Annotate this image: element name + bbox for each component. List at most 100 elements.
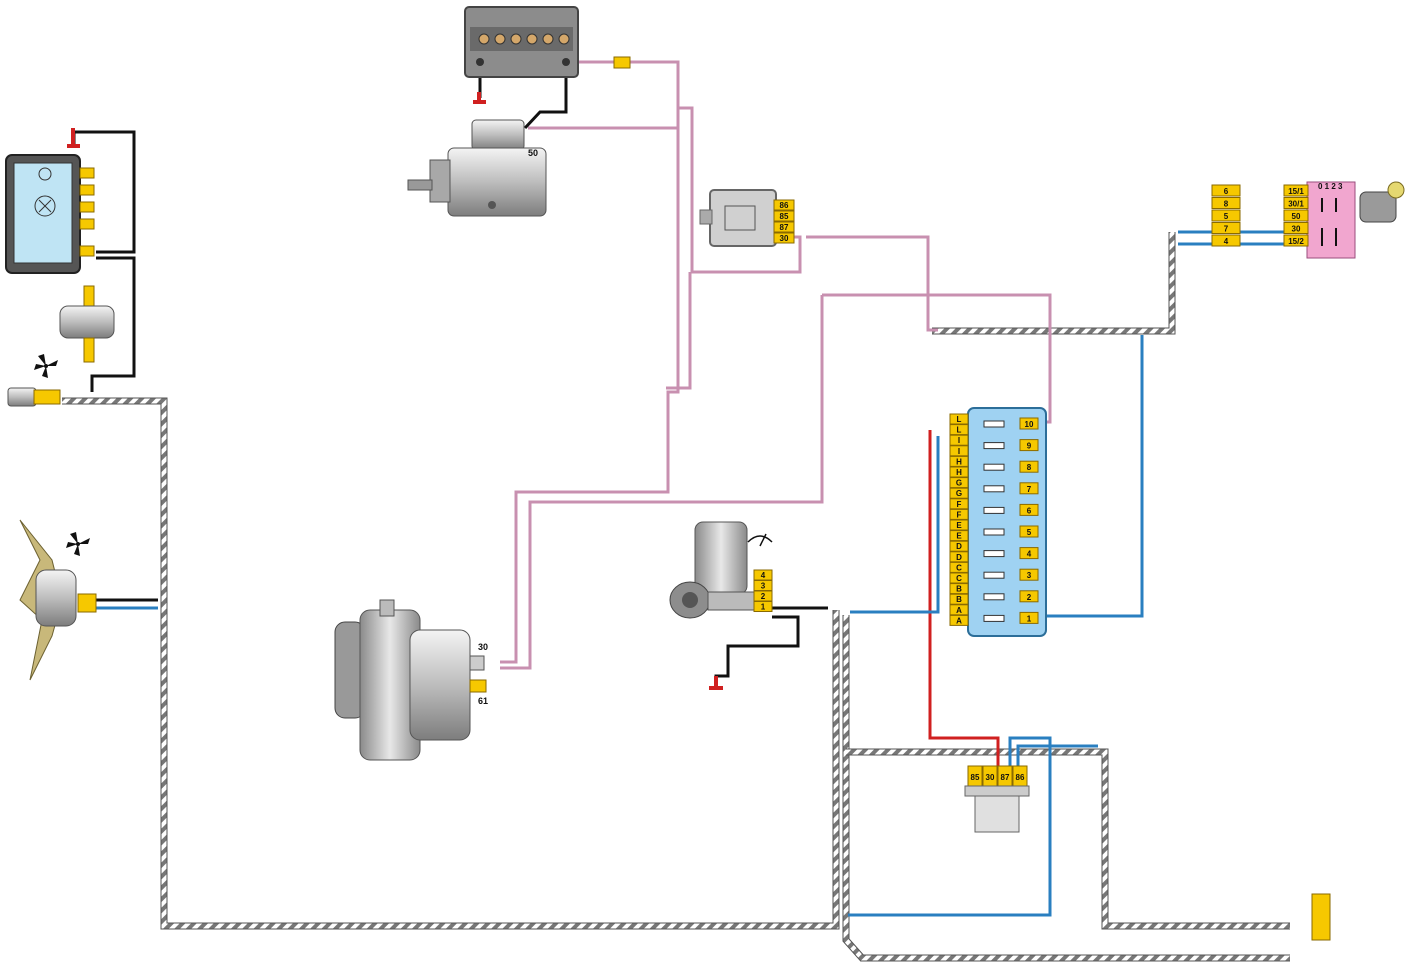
fuse-left-pin-label: B <box>956 585 962 594</box>
ignition-connector-pin <box>1211 222 1241 234</box>
fuse-left-pin <box>949 540 969 552</box>
ignition-connector-pin-label: 7 <box>1224 225 1229 234</box>
ignition-switch-pin <box>1283 222 1309 234</box>
fuse-left-pin <box>949 424 969 436</box>
relay-lower-pin-label: 86 <box>1016 773 1025 782</box>
fuse-right-pin-label: 8 <box>1027 463 1032 472</box>
fuse-left-pin-label: E <box>956 532 962 541</box>
fuse-left-pin <box>949 498 969 510</box>
ignition-connector-pin <box>1211 197 1241 209</box>
fuse-element <box>983 420 1005 428</box>
fuse-element <box>983 485 1005 493</box>
ignition-switch-pin-label: 30 <box>1292 225 1301 234</box>
fuse-left-pin-label: L <box>957 415 962 424</box>
wiper-pin-label: 2 <box>761 592 766 601</box>
fuse-left-pin <box>949 466 969 478</box>
fuse-left-pin <box>949 508 969 520</box>
fuse-right-pin-label: 3 <box>1027 571 1032 580</box>
fuse-left-pin-label: G <box>956 479 962 488</box>
key-icon <box>1359 181 1405 223</box>
output-connector <box>1311 893 1331 941</box>
ignition-switch-pin <box>1283 184 1309 197</box>
fuse-element <box>983 593 1005 601</box>
fuse-right-pin <box>1019 547 1039 560</box>
alternator-terminal-30: 30 <box>478 642 488 652</box>
lamp-icon <box>5 154 95 274</box>
fuse-element <box>983 442 1005 450</box>
fuse-right-pin <box>1019 439 1039 452</box>
fuse-element <box>983 614 1005 622</box>
ignition-connector-pin-label: 6 <box>1224 187 1229 196</box>
starter-terminal-label: 50 <box>528 148 538 158</box>
alternator: 30 61 <box>334 599 488 761</box>
fuse-right-pin-label: 2 <box>1027 593 1032 602</box>
ignition-connector-pin <box>1211 184 1241 197</box>
ignition-switch-pin <box>1283 209 1309 222</box>
fuse-left-pin <box>949 614 969 626</box>
starter-motor: 50 <box>407 119 547 217</box>
fuse-left-pin <box>949 604 969 616</box>
fuse-left-pin <box>949 477 969 489</box>
fuse-left-pin-label: F <box>957 500 962 509</box>
relay-lower-pin-label: 87 <box>1001 773 1010 782</box>
fuse-left-pin-label: H <box>956 468 962 477</box>
ignition-connector-pin-label: 5 <box>1224 212 1229 221</box>
wire-harness <box>62 232 1290 962</box>
fuse-right-pin <box>1019 611 1039 624</box>
ignition-connector-pin <box>1211 234 1241 247</box>
fuse-left-pin <box>949 561 969 573</box>
relay-lower: 85 30 87 86 <box>964 765 1030 833</box>
fuse-element <box>983 506 1005 514</box>
fuse-left-pin-label: C <box>956 574 962 583</box>
relay-upper-pin <box>773 232 795 244</box>
fuse-left-pin <box>949 413 969 425</box>
fuse-element <box>983 571 1005 579</box>
temperature-sensor <box>7 387 61 407</box>
fuse-right-pin-label: 4 <box>1027 550 1032 559</box>
relay-upper-pin <box>773 199 795 211</box>
ground-icon <box>67 128 80 148</box>
fuse-left-pin <box>949 455 969 467</box>
relay-lower-pin-label: 30 <box>986 773 995 782</box>
ground-icon <box>709 676 723 690</box>
fuse-left-pin-label: C <box>956 563 962 572</box>
wiper-pin <box>753 601 773 612</box>
ignition-connector-pin-label: 4 <box>1224 237 1229 246</box>
fuse-left-pin-label: I <box>958 436 960 445</box>
fuse-left-pin-label: L <box>957 426 962 435</box>
fuse-left-pin <box>949 530 969 542</box>
ignition-switch-pin <box>1283 197 1309 209</box>
fuse-right-pin <box>1019 482 1039 495</box>
relay-lower-pin-label: 85 <box>971 773 980 782</box>
fuse-element <box>983 528 1005 536</box>
fuse-left-pin-label: A <box>956 606 962 615</box>
fuse-right-pin <box>1019 417 1039 430</box>
fuse-element <box>983 550 1005 558</box>
fuse-left-pin <box>949 583 969 595</box>
alternator-terminal-61: 61 <box>478 696 488 706</box>
relay-upper-pin <box>773 221 795 233</box>
fuse-right-pin-label: 9 <box>1027 442 1032 451</box>
relay-upper-pin <box>773 210 795 222</box>
fuse-right-pin-label: 6 <box>1027 506 1032 515</box>
fuse-left-pin-label: G <box>956 489 962 498</box>
fuse-left-pin-label: B <box>956 595 962 604</box>
fuse-left-pin <box>949 487 969 499</box>
fan-relay <box>59 285 115 363</box>
fuse-left-pin-label: A <box>956 616 962 625</box>
fan-icon <box>34 354 58 378</box>
fuse-left-pin-label: E <box>956 521 962 530</box>
ignition-switch-pin-label: 15/2 <box>1288 237 1304 246</box>
ignition-positions: 0 1 2 3 <box>1318 182 1343 191</box>
fuse-right-pin <box>1019 590 1039 603</box>
wiper-pin-label: 4 <box>761 571 766 580</box>
ground-icon <box>473 92 486 104</box>
fan-icon <box>66 532 90 556</box>
relay-upper-pin-label: 85 <box>780 212 789 221</box>
relay-upper-pin-label: 30 <box>780 234 789 243</box>
relay-upper-pin-label: 87 <box>780 223 789 232</box>
fuse-right-pin-label: 1 <box>1027 614 1032 623</box>
